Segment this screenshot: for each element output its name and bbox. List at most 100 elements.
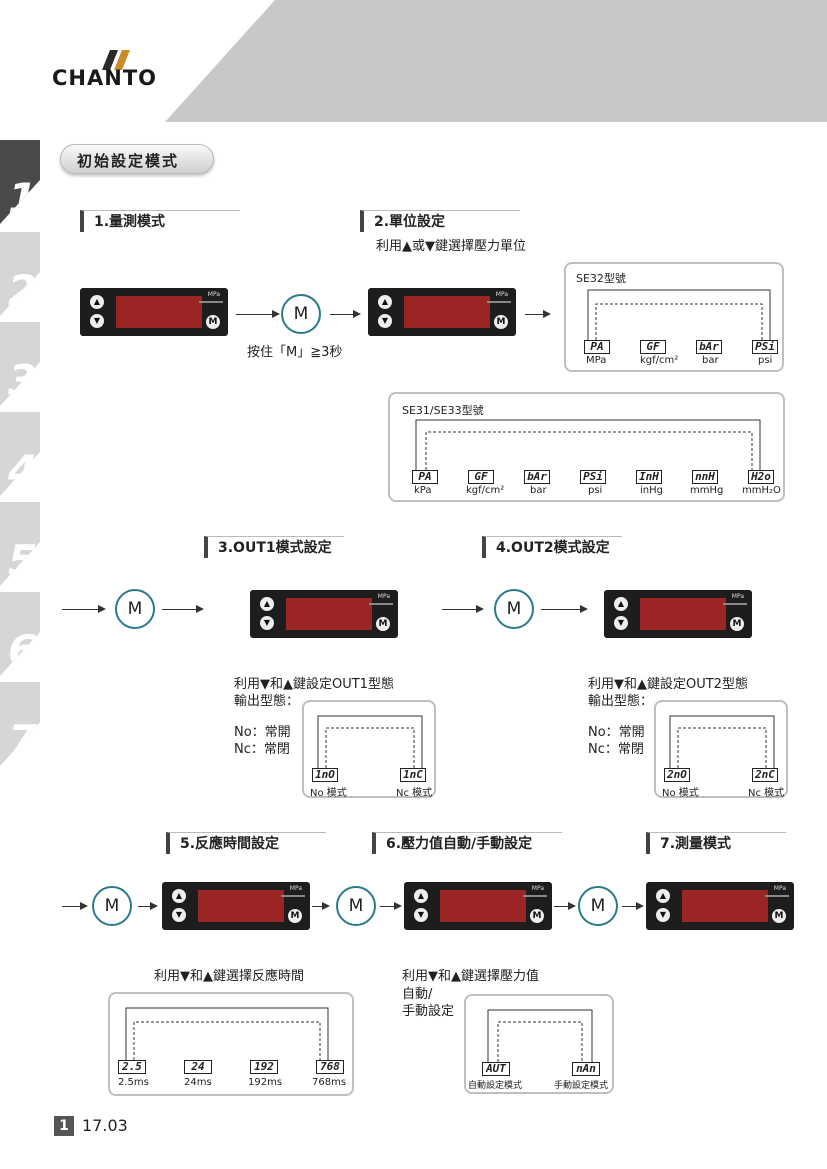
up-button-icon[interactable]: ▲ xyxy=(90,295,104,309)
unit-name: kgf/cm² xyxy=(640,355,679,366)
unit-code: GF xyxy=(468,470,494,484)
unit-name: kPa xyxy=(414,485,432,496)
led-indicator xyxy=(199,301,223,305)
down-button-icon[interactable]: ▼ xyxy=(90,314,104,328)
led-indicator xyxy=(281,895,305,899)
step3-title: 3.OUT1模式設定 xyxy=(204,536,344,558)
m-button-circle[interactable]: M xyxy=(494,589,534,629)
down-button-icon[interactable]: ▼ xyxy=(414,908,428,922)
tab-6[interactable]: 6 xyxy=(0,592,40,676)
m-button-circle[interactable]: M xyxy=(92,886,132,926)
unit-code: GF xyxy=(640,340,666,354)
up-button-icon[interactable]: ▲ xyxy=(414,889,428,903)
step3-output-type: 輸出型態： xyxy=(234,694,300,709)
arrow-right-icon xyxy=(636,902,644,910)
tab-5-label: 5 xyxy=(8,536,38,585)
step3-no: No：常開 xyxy=(234,725,291,740)
flow-line xyxy=(525,314,545,315)
time-code: 2.5 xyxy=(118,1060,146,1074)
flow-line xyxy=(330,314,356,315)
tab-5[interactable]: 5 xyxy=(0,502,40,586)
display xyxy=(682,890,768,922)
down-button-icon[interactable]: ▼ xyxy=(378,314,392,328)
tab-7[interactable]: 7 xyxy=(0,682,40,766)
mode-label: No 模式 xyxy=(310,788,347,799)
unit-label: MPa xyxy=(289,885,302,892)
time-code: 768 xyxy=(316,1060,344,1074)
m-button[interactable]: M xyxy=(772,909,786,923)
unit-name: bar xyxy=(530,485,547,496)
step3-instruction: 利用▼和▲鍵設定OUT1型態 xyxy=(234,677,394,692)
m-button[interactable]: M xyxy=(494,315,508,329)
unit-name: psi xyxy=(588,485,603,496)
down-button-icon[interactable]: ▼ xyxy=(172,908,186,922)
down-button-icon[interactable]: ▼ xyxy=(656,908,670,922)
unit-code: nnH xyxy=(692,470,718,484)
page-number: 1 xyxy=(54,1116,74,1136)
time-label: 24ms xyxy=(184,1077,212,1088)
header-band xyxy=(165,0,827,122)
up-button-icon[interactable]: ▲ xyxy=(378,295,392,309)
device-step6: ▲ ▼ MPa M xyxy=(404,882,552,930)
unit-code: PSi xyxy=(580,470,606,484)
display xyxy=(440,890,526,922)
unit-name: MPa xyxy=(586,355,607,366)
arrow-right-icon xyxy=(150,902,158,910)
m-button-circle[interactable]: M xyxy=(336,886,376,926)
down-button-icon[interactable]: ▼ xyxy=(614,616,628,630)
flow-line xyxy=(380,906,396,907)
flow-line xyxy=(62,609,100,610)
m-button[interactable]: M xyxy=(530,909,544,923)
led-indicator xyxy=(487,301,511,305)
device-step3: ▲ ▼ MPa M xyxy=(250,590,398,638)
step6-cycle-lines xyxy=(487,1009,593,1062)
m-button[interactable]: M xyxy=(288,909,302,923)
se31-box: SE31/SE33型號 PA GF bAr PSi InH nnH H2o kP… xyxy=(388,392,785,502)
unit-name: psi xyxy=(758,355,773,366)
step3-nc: Nc：常閉 xyxy=(234,742,290,757)
step4-no: No：常開 xyxy=(588,725,645,740)
m-button-circle[interactable]: M xyxy=(281,294,321,334)
unit-code: bAr xyxy=(524,470,550,484)
step2-title: 2.單位設定 xyxy=(360,210,520,232)
tab-4[interactable]: 4 xyxy=(0,412,40,496)
tab-7-label: 7 xyxy=(8,716,38,765)
mode-code: 1nO xyxy=(312,768,338,782)
m-button[interactable]: M xyxy=(206,315,220,329)
display xyxy=(116,296,202,328)
time-code: 192 xyxy=(250,1060,278,1074)
tab-1[interactable]: 1 xyxy=(0,140,40,224)
up-button-icon[interactable]: ▲ xyxy=(614,597,628,611)
step4-nc: Nc：常閉 xyxy=(588,742,644,757)
hold-text: 按住「M」≧3秒 xyxy=(247,345,343,360)
mode-code: nAn xyxy=(572,1062,600,1076)
tab-2[interactable]: 2 xyxy=(0,232,40,316)
step4-cycle-lines xyxy=(669,715,775,768)
version: 17.03 xyxy=(82,1116,128,1135)
logo-mark-icon xyxy=(102,50,130,70)
unit-code: InH xyxy=(636,470,662,484)
tab-4-label: 4 xyxy=(8,446,38,495)
flow-line xyxy=(162,609,198,610)
arrow-right-icon xyxy=(322,902,330,910)
down-button-icon[interactable]: ▼ xyxy=(260,616,274,630)
se32-label: SE32型號 xyxy=(576,272,626,285)
flow-line xyxy=(312,906,324,907)
se31-cycle-lines xyxy=(415,419,761,470)
arrow-right-icon xyxy=(394,902,402,910)
tab-6-label: 6 xyxy=(8,626,38,675)
arrow-right-icon xyxy=(272,310,280,318)
up-button-icon[interactable]: ▲ xyxy=(656,889,670,903)
m-button[interactable]: M xyxy=(730,617,744,631)
m-button-circle[interactable]: M xyxy=(578,886,618,926)
unit-name: bar xyxy=(702,355,719,366)
up-button-icon[interactable]: ▲ xyxy=(172,889,186,903)
flow-line xyxy=(622,906,638,907)
m-button[interactable]: M xyxy=(376,617,390,631)
up-button-icon[interactable]: ▲ xyxy=(260,597,274,611)
led-indicator xyxy=(723,603,747,607)
step7-title: 7.測量模式 xyxy=(646,832,786,854)
m-button-circle[interactable]: M xyxy=(115,589,155,629)
tab-3[interactable]: 3 xyxy=(0,322,40,406)
tab-1-label: 1 xyxy=(8,174,38,223)
